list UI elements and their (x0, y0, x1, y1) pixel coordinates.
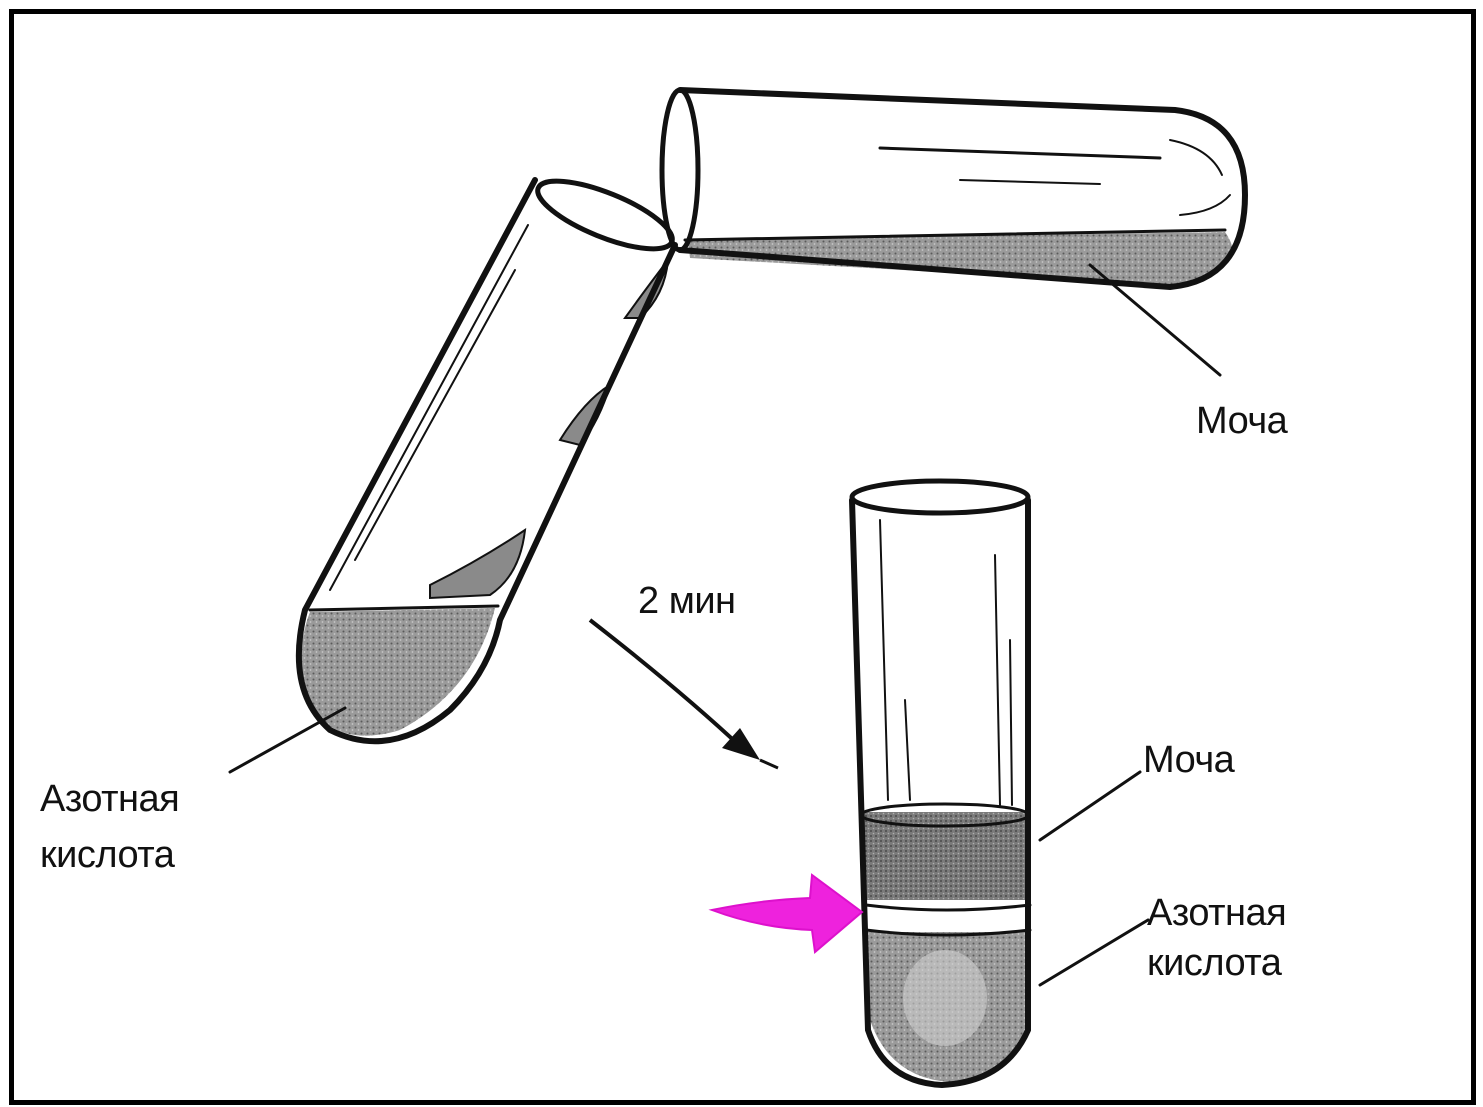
label-acid-right-line1: Азотная (1147, 888, 1286, 938)
tilted-tube-acid (230, 168, 680, 772)
time-arrow (590, 620, 778, 768)
acid-left-pointer (230, 708, 345, 772)
label-acid-left-line2: кислота (40, 830, 174, 880)
label-acid-left-line1: Азотная (40, 774, 179, 824)
acid-right-pointer (1040, 920, 1148, 985)
highlight-arrow (712, 875, 862, 952)
upright-tube-mouth (852, 481, 1028, 513)
tilted-tube-mouth (530, 168, 680, 263)
urine-bottom-pointer (1040, 772, 1140, 840)
upright-tube (852, 481, 1148, 1085)
label-acid-right-line2: кислота (1147, 938, 1281, 988)
label-time: 2 мин (638, 576, 736, 626)
label-urine-top: Моча (1196, 396, 1287, 446)
label-urine-bottom: Моча (1143, 735, 1234, 785)
horizontal-tube-urine (662, 90, 1245, 375)
